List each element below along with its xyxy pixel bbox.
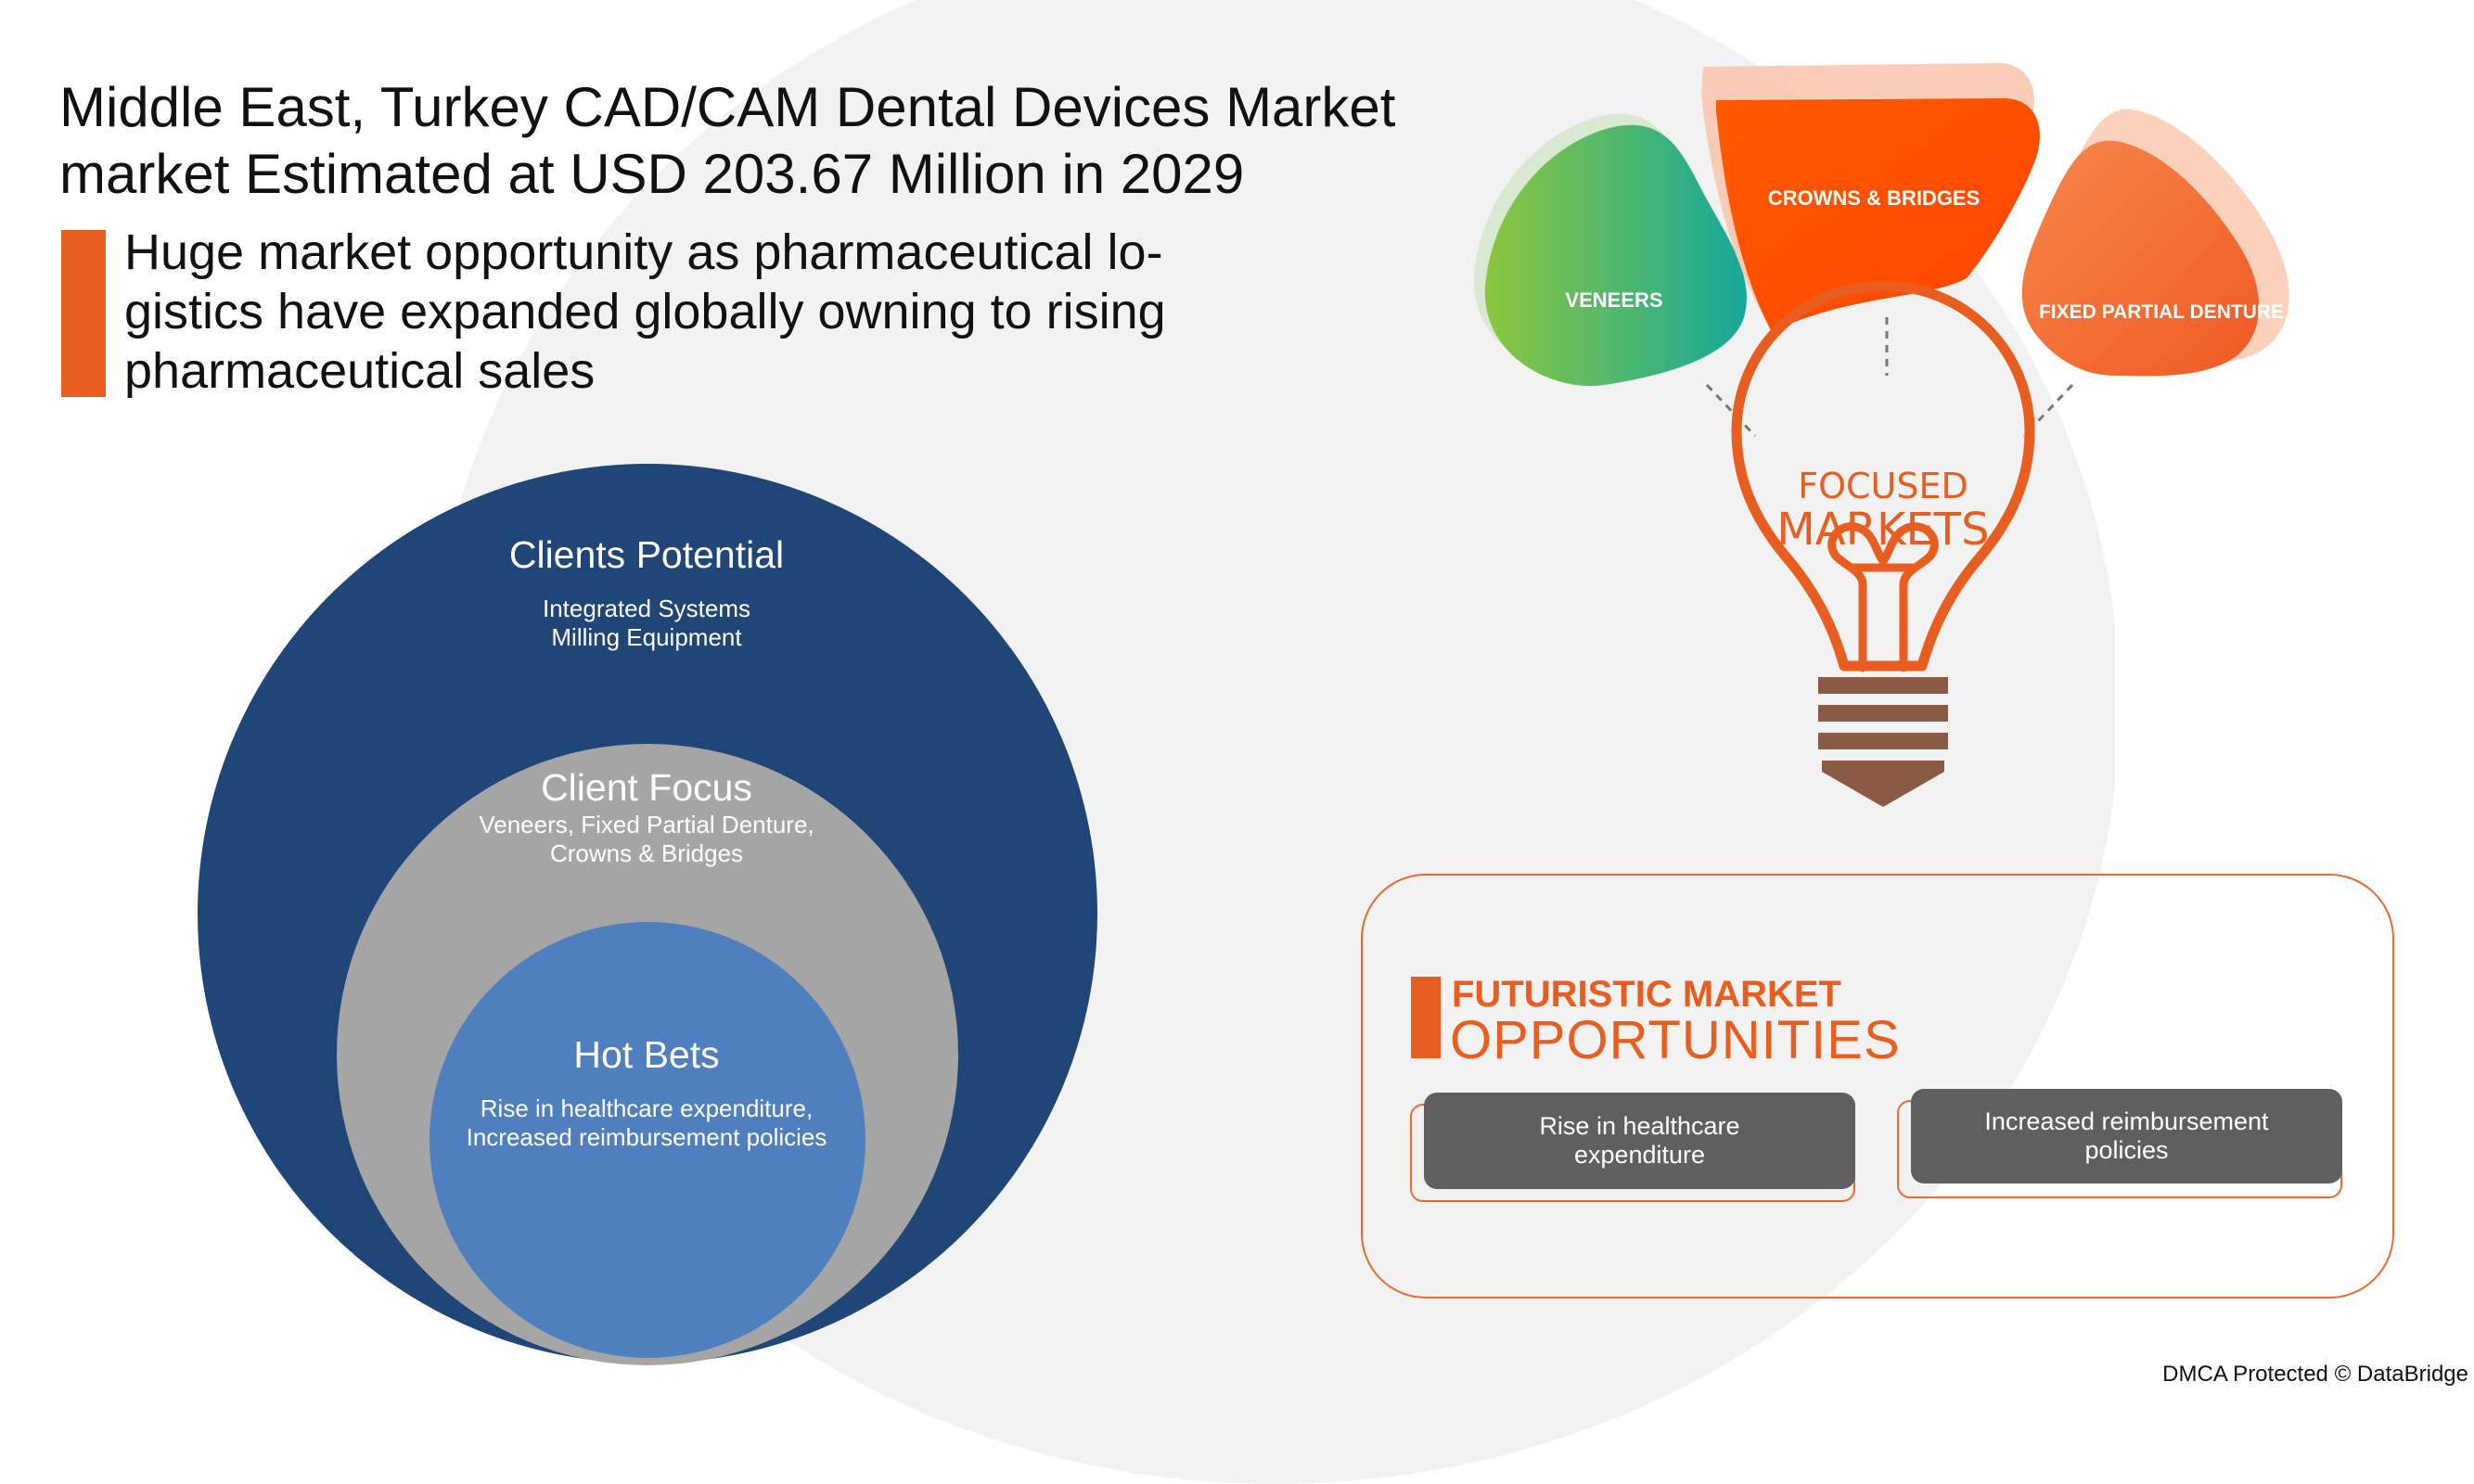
- outer-circle-line-1: Integrated Systems: [543, 595, 750, 622]
- middle-circle-text: Client Focus Veneers, Fixed Partial Dent…: [368, 764, 925, 868]
- subtitle-line-3: pharmaceutical sales: [124, 343, 596, 399]
- light-bulb-icon: [1731, 280, 2035, 807]
- card-1-line-1: Rise in healthcare: [1539, 1112, 1740, 1140]
- subtitle-line-2: gistics have expanded globally owning to…: [124, 284, 1166, 339]
- focused-markets-label: FOCUSED MARKETS: [1744, 467, 2022, 554]
- inner-circle-line-2: Increased reimbursement policies: [466, 1123, 827, 1151]
- focused-markets-graphic: [1473, 63, 2289, 807]
- middle-circle-title: Client Focus: [541, 766, 752, 809]
- outer-circle-line-2: Milling Equipment: [551, 623, 742, 651]
- middle-circle-line-2: Crowns & Bridges: [549, 839, 744, 867]
- inner-circle-title: Hot Bets: [573, 1033, 720, 1076]
- petal-veneers: [1473, 113, 1747, 387]
- title-line-2: market Estimated at USD 203.67 Million i…: [59, 143, 1245, 205]
- card-2-line-1: Increased reimbursement: [1984, 1107, 2269, 1135]
- petal-label-veneers: VENEERS: [1565, 288, 1663, 312]
- card-2-line-2: policies: [2084, 1136, 2169, 1164]
- title-line-1: Middle East, Turkey CAD/CAM Dental Devic…: [59, 76, 1396, 138]
- petal-crowns-bridges: [1701, 63, 2040, 332]
- opportunity-card-2: Increased reimbursement policies: [1911, 1089, 2342, 1183]
- subtitle-accent-bar: [61, 230, 106, 397]
- middle-circle-line-1: Veneers, Fixed Partial Denture,: [479, 811, 814, 838]
- petal-fixed-partial-denture: [2021, 109, 2289, 377]
- opportunities-heading-line-1: FUTURISTIC MARKET: [1452, 974, 1841, 1015]
- page-title: Middle East, Turkey CAD/CAM Dental Devic…: [59, 74, 1525, 208]
- inner-circle: [429, 922, 865, 1358]
- opportunities-accent-bar: [1411, 977, 1441, 1058]
- subtitle-line-1: Huge market opportunity as pharmaceutica…: [124, 224, 1163, 280]
- card-1-line-2: expenditure: [1573, 1141, 1706, 1169]
- concentric-circles-diagram: [198, 464, 1097, 1365]
- inner-circle-text: Hot Bets Rise in healthcare expenditure,…: [368, 1031, 925, 1152]
- opportunities-heading-line-2: OPPORTUNITIES: [1450, 1010, 1901, 1070]
- focused-label-line-1: FOCUSED: [1798, 466, 1968, 506]
- petal-label-fixed-partial-denture: FIXED PARTIAL DENTURE: [2038, 301, 2285, 323]
- bulb-base: [1818, 677, 1948, 807]
- opportunity-card-1: Rise in healthcare expenditure: [1424, 1093, 1855, 1189]
- outer-circle-title: Clients Potential: [508, 533, 785, 576]
- outer-circle-text: Clients Potential Integrated Systems Mil…: [368, 531, 925, 652]
- footer-copyright: DMCA Protected © DataBridge: [2162, 1362, 2468, 1387]
- inner-circle-line-1: Rise in healthcare expenditure,: [480, 1094, 814, 1122]
- focused-label-line-2: MARKETS: [1776, 504, 1990, 556]
- opportunities-panel: [1361, 874, 2394, 1298]
- subtitle: Huge market opportunity as pharmaceutica…: [124, 223, 1423, 401]
- petal-label-crowns-bridges: CROWNS & BRIDGES: [1767, 186, 1980, 210]
